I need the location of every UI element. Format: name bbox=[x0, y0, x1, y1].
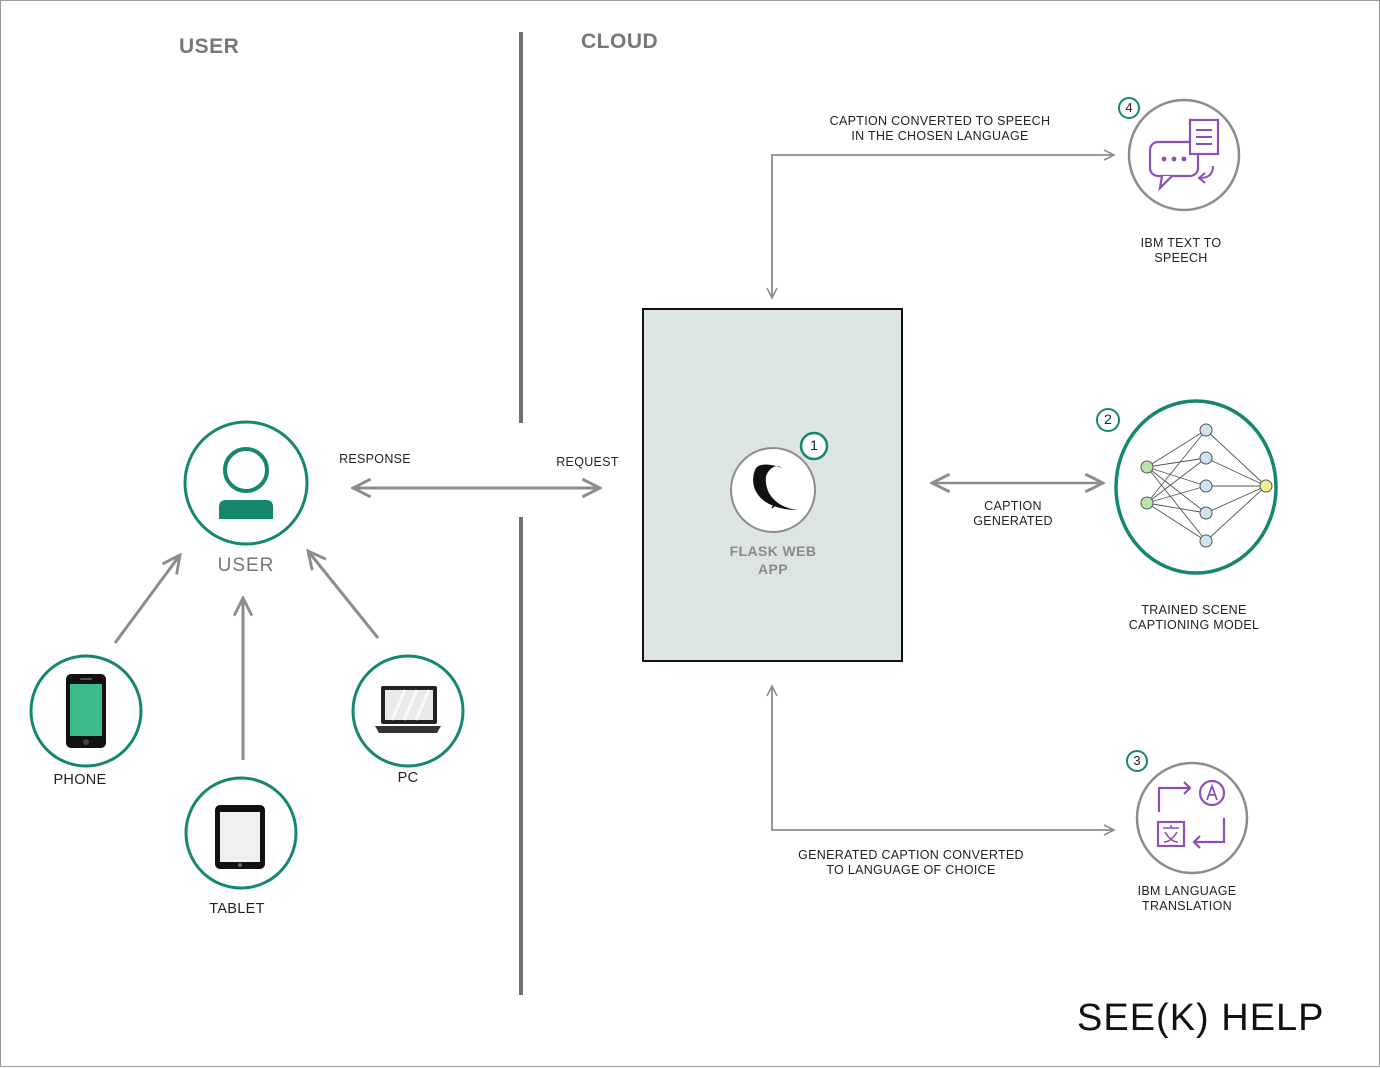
phone-label: PHONE bbox=[53, 772, 107, 788]
translation-flow-label: GENERATED CAPTION CONVERTED TO LANGUAGE … bbox=[770, 848, 1052, 878]
user-icon bbox=[183, 420, 309, 546]
translation-label-line2: TRANSLATION bbox=[1142, 899, 1232, 913]
flask-app-label-line1: FLASK WEB bbox=[729, 543, 817, 559]
flask-app-label-line2: APP bbox=[758, 561, 788, 577]
caption-flow-label: CAPTION GENERATED bbox=[955, 499, 1071, 529]
translation-label: IBM LANGUAGE TRANSLATION bbox=[1112, 884, 1262, 914]
tts-label-line1: IBM TEXT TO bbox=[1140, 236, 1222, 250]
response-label: RESPONSE bbox=[339, 452, 411, 466]
phone-to-user-arrow bbox=[113, 555, 180, 644]
tts-label-line2: SPEECH bbox=[1154, 251, 1208, 265]
tablet-icon bbox=[184, 776, 298, 890]
translation-label-line1: IBM LANGUAGE bbox=[1137, 884, 1237, 898]
translation-badge-number: 3 bbox=[1133, 753, 1141, 768]
flask-icon bbox=[730, 447, 816, 533]
speech-flow-label-line2: IN THE CHOSEN LANGUAGE bbox=[851, 129, 1029, 143]
neural-network-icon bbox=[1114, 399, 1278, 575]
model-label-line1: TRAINED SCENE bbox=[1141, 603, 1247, 617]
model-label: TRAINED SCENE CAPTIONING MODEL bbox=[1110, 603, 1278, 633]
section-title-user: USER bbox=[179, 35, 240, 58]
tablet-label: TABLET bbox=[209, 901, 265, 917]
laptop-icon bbox=[351, 654, 465, 768]
speech-flow-label: CAPTION CONVERTED TO SPEECH IN THE CHOSE… bbox=[800, 114, 1080, 144]
flask-badge-number: 1 bbox=[810, 437, 818, 453]
brand-title: SEE(K) HELP bbox=[1077, 997, 1325, 1039]
request-label: REQUEST bbox=[556, 455, 619, 469]
tts-label: IBM TEXT TO SPEECH bbox=[1110, 236, 1252, 266]
caption-flow-label-line1: CAPTION bbox=[984, 499, 1042, 513]
pc-to-user-arrow bbox=[308, 551, 380, 639]
translation-flow-label-line2: TO LANGUAGE OF CHOICE bbox=[826, 863, 996, 877]
flask-badge bbox=[799, 431, 829, 461]
caption-flow-label-line2: GENERATED bbox=[973, 514, 1053, 528]
translation-badge bbox=[1126, 750, 1148, 772]
phone-icon bbox=[29, 654, 143, 768]
flask-app-label: FLASK WEB APP bbox=[713, 542, 833, 578]
model-badge bbox=[1096, 408, 1120, 432]
translation-icon bbox=[1135, 761, 1249, 875]
model-badge-number: 2 bbox=[1104, 411, 1112, 427]
section-title-cloud: CLOUD bbox=[581, 30, 659, 53]
translation-flow-arrow bbox=[772, 687, 1113, 830]
speech-flow-label-line1: CAPTION CONVERTED TO SPEECH bbox=[829, 114, 1051, 128]
translation-flow-label-line1: GENERATED CAPTION CONVERTED bbox=[798, 848, 1024, 862]
model-label-line2: CAPTIONING MODEL bbox=[1128, 618, 1260, 632]
pc-label: PC bbox=[397, 770, 419, 786]
tts-badge-number: 4 bbox=[1125, 100, 1133, 115]
speech-flow-arrow bbox=[772, 155, 1113, 297]
user-node-label: USER bbox=[217, 555, 275, 576]
text-to-speech-icon bbox=[1127, 98, 1241, 212]
tts-badge bbox=[1118, 97, 1140, 119]
